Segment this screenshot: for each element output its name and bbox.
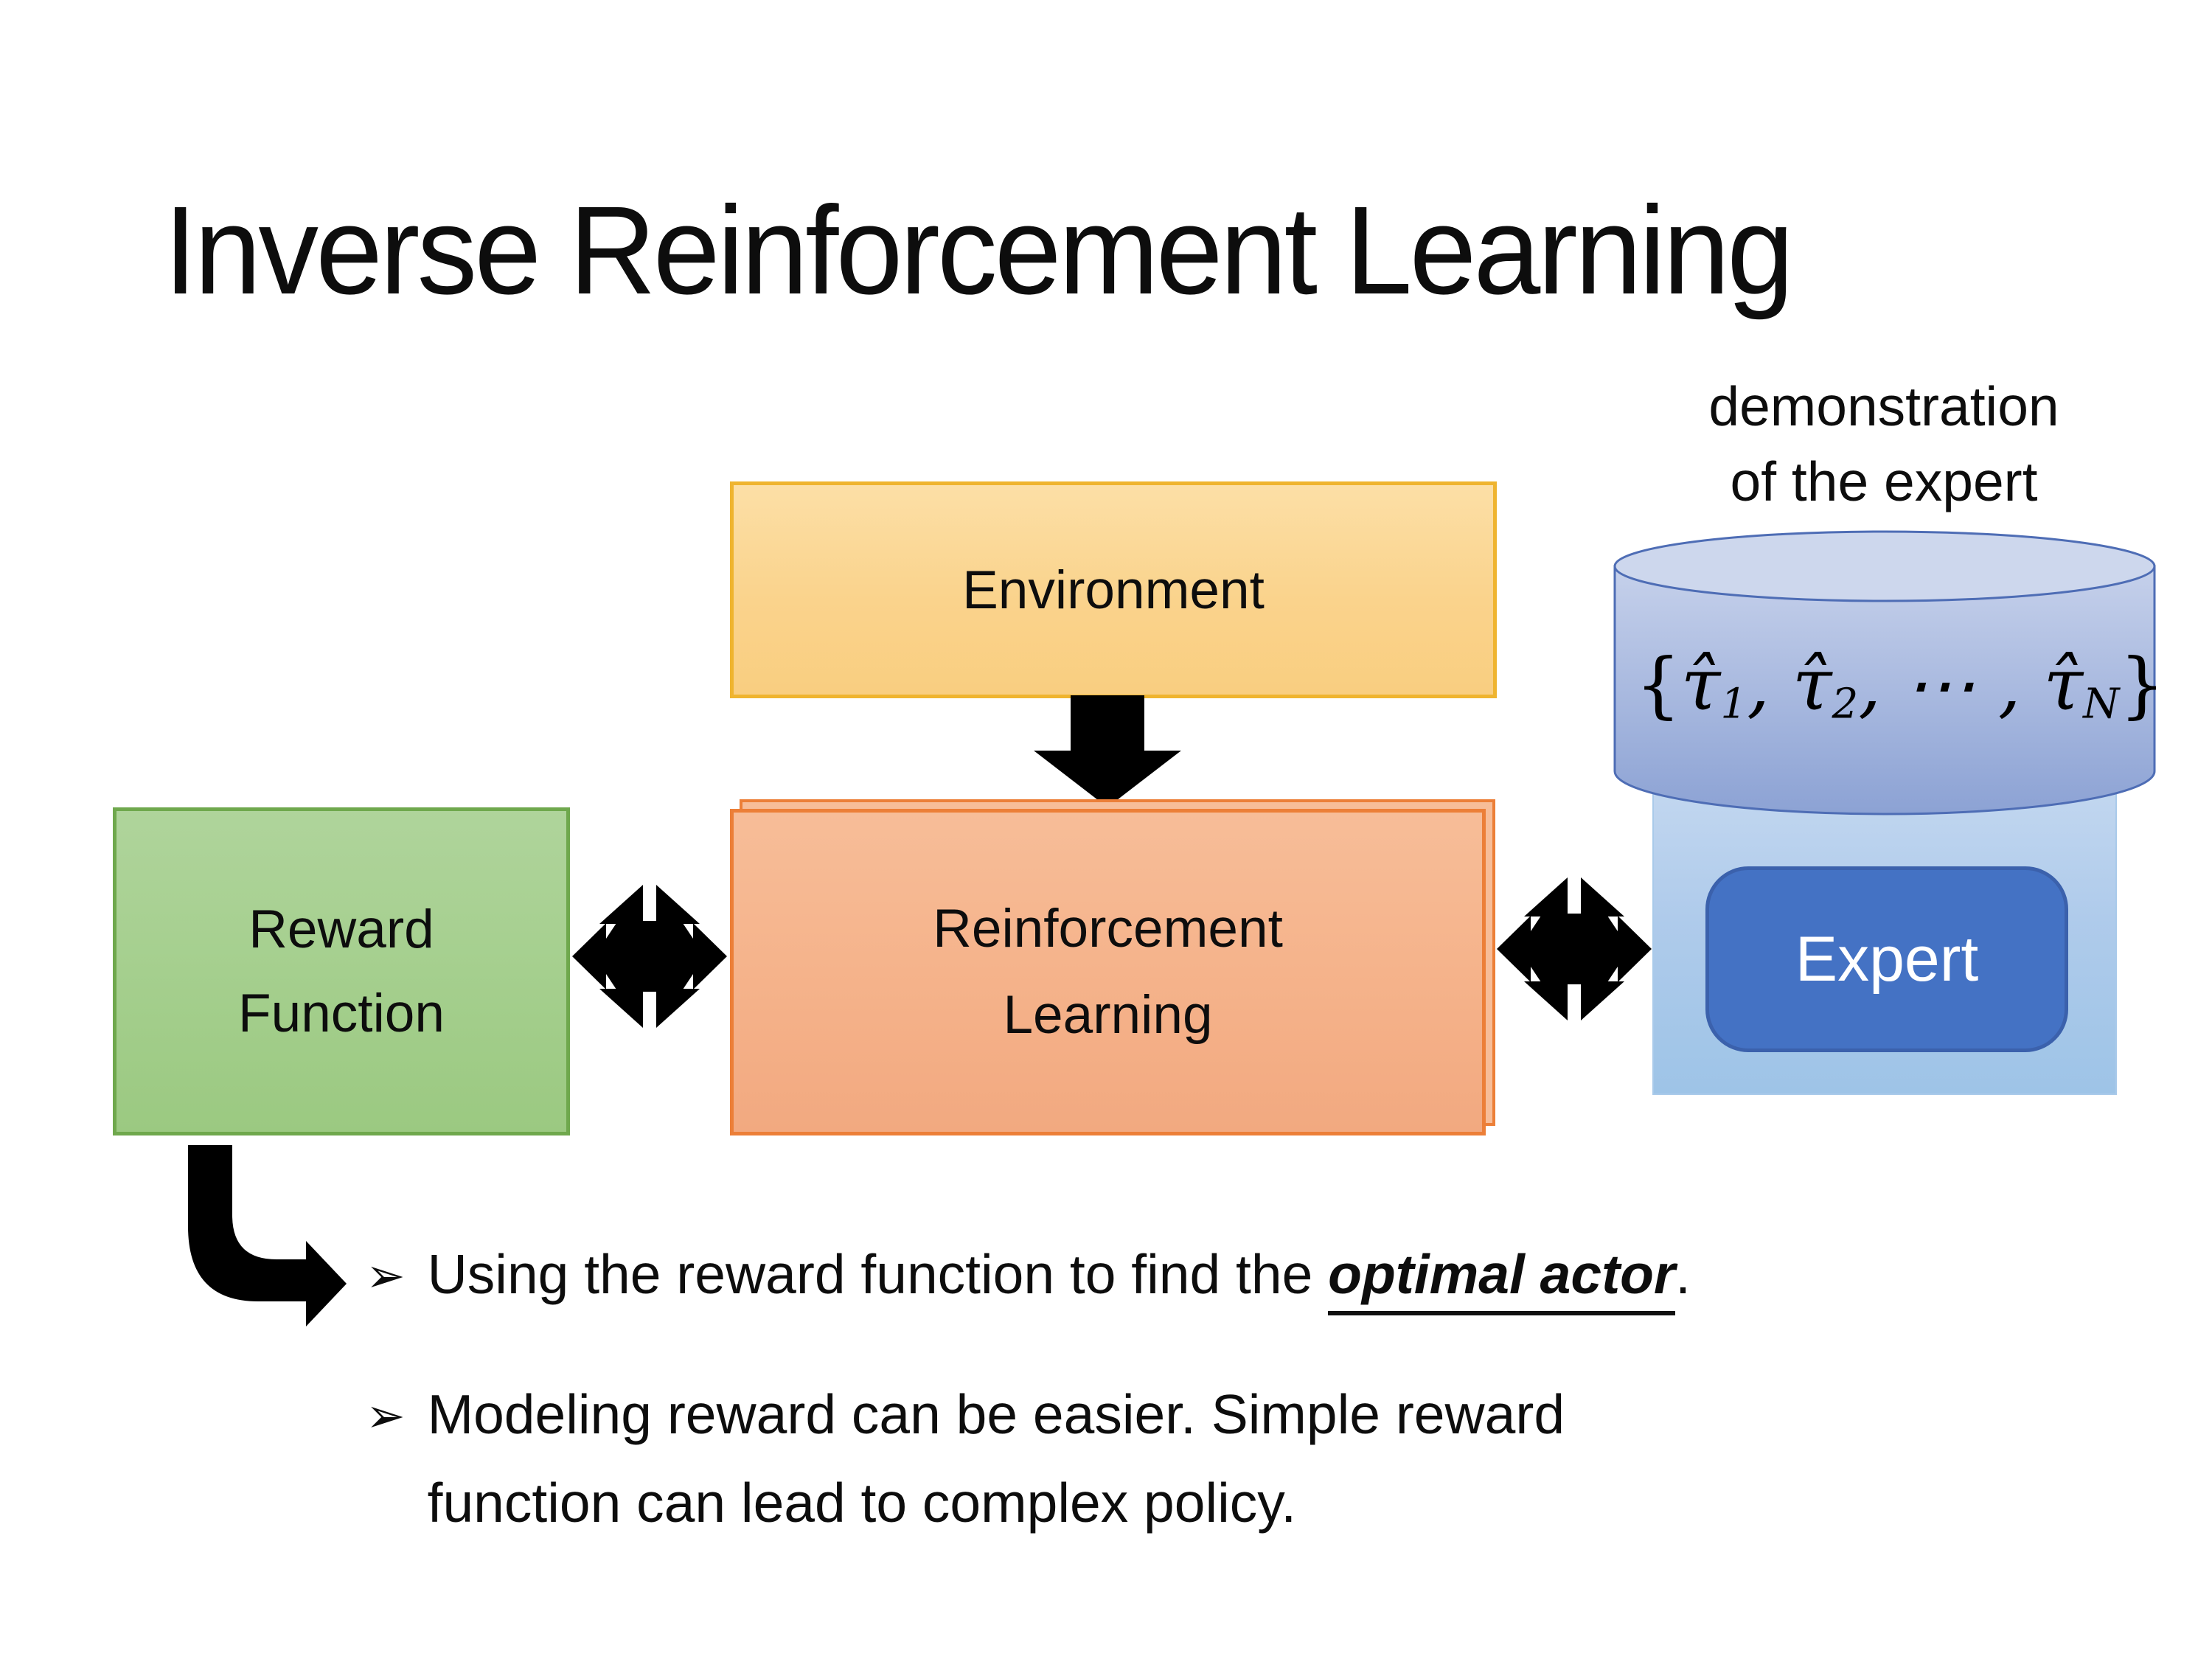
- page-title: Inverse Reinforcement Learning: [164, 181, 1794, 321]
- bullet-2-line-2: function can lead to complex policy.: [427, 1472, 1297, 1534]
- demonstration-annotation: demonstration of the expert: [1618, 369, 2149, 519]
- trajectory-set-formula: {τ̂1, τ̂2, ⋯ , τ̂N}: [1635, 643, 2166, 728]
- reward-function-box: Reward Function: [113, 807, 570, 1135]
- bullet-1-text: Using the reward function to find the op…: [428, 1230, 1691, 1318]
- reinforcement-learning-box: Reinforcement Learning: [730, 809, 1486, 1135]
- double-arrow-right-icon: [1497, 877, 1652, 1020]
- expert-box: Expert: [1705, 866, 2068, 1052]
- environment-box: Environment: [730, 481, 1497, 698]
- expert-label: Expert: [1795, 923, 1979, 995]
- bullet-modeling-reward: ➢ Modeling reward can be easier. Simple …: [366, 1370, 1565, 1547]
- environment-label: Environment: [962, 560, 1265, 620]
- reward-label-line-1: Reward: [248, 900, 434, 960]
- arrowhead-bullet-icon: ➢: [366, 1389, 406, 1444]
- bullet-optimal-actor: ➢ Using the reward function to find the …: [366, 1230, 1691, 1318]
- down-arrow-icon: [1034, 695, 1181, 807]
- database-cylinder-icon: [1613, 530, 2156, 815]
- arrowhead-bullet-icon: ➢: [366, 1249, 406, 1304]
- bullet-2-line-1: Modeling reward can be easier. Simple re…: [427, 1383, 1565, 1445]
- annotation-line-2: of the expert: [1730, 451, 2038, 512]
- rl-label-line-1: Reinforcement: [933, 898, 1283, 959]
- bullet-2-text: Modeling reward can be easier. Simple re…: [428, 1370, 1565, 1547]
- optimal-actor-emphasis: optimal actor: [1328, 1243, 1676, 1315]
- double-arrow-left-icon: [572, 885, 727, 1028]
- rl-label-line-2: Learning: [1003, 984, 1213, 1045]
- bent-elbow-arrow-icon: [188, 1145, 347, 1326]
- annotation-line-1: demonstration: [1708, 375, 2059, 437]
- reward-label-line-2: Function: [238, 983, 445, 1043]
